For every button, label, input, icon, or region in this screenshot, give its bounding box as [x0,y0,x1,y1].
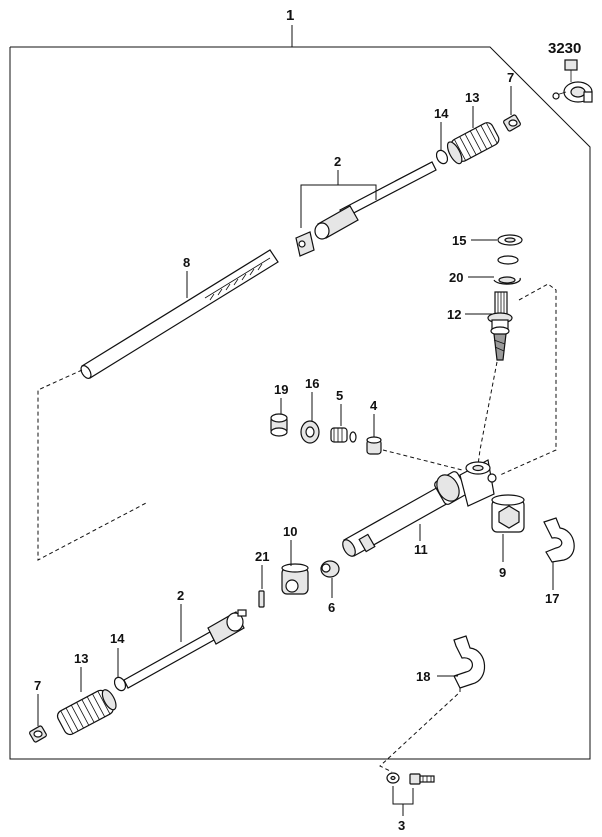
part-20-snap-ring [493,276,521,285]
part-13-bottom-boot [56,689,117,736]
part-17-bracket [543,517,575,563]
callout-2-bottom: 2 [177,588,184,603]
callout-11: 11 [414,542,428,557]
part-9-bushing [491,494,525,533]
dashed-ref-pinion [477,361,498,466]
part-12-pinion [487,291,513,361]
washer-middle [497,255,519,265]
part-21-pin [258,590,265,608]
callout-10: 10 [283,524,297,539]
callout-20: 20 [449,270,463,285]
part-19-plug [270,413,288,437]
part-14-top-clamp [435,149,449,165]
part-4-yoke [366,436,382,455]
part-16-nut [300,420,320,444]
callout-7-top: 7 [507,70,514,85]
dashed-ref-18 [379,688,461,773]
part-8-rack-bar [80,249,279,379]
dashed-ref-8 [37,369,149,561]
callout-21: 21 [255,549,269,564]
callout-19: 19 [274,382,288,397]
callout-5: 5 [336,388,343,403]
part-3-bolt-washer [386,772,435,785]
dashed-ref-yoke [382,449,463,471]
part-7-bottom-nut [29,725,47,743]
part-2-top-tie-rod [295,161,437,257]
callout-1: 1 [286,7,294,24]
part-2-bottom-tie-rod [123,609,247,689]
callout-3: 3 [398,818,405,833]
part-18-bracket [453,635,486,689]
callout-2-top: 2 [334,154,341,169]
callout-14-bottom: 14 [110,631,125,646]
callout-4: 4 [370,398,378,413]
callout-18: 18 [416,669,430,684]
dashed-ref-right [499,283,557,476]
callout-3230: 3230 [548,40,581,57]
part-13-top-boot [446,122,500,165]
leader-3 [392,786,414,805]
part-5-spring [330,427,357,443]
part-6-cap [320,560,340,578]
callout-16: 16 [305,376,319,391]
callout-17: 17 [545,591,559,606]
part-11-gear-housing [342,459,497,557]
callout-12: 12 [447,307,461,322]
assembly-outline [9,46,591,760]
callout-14-top: 14 [434,106,449,121]
callout-8: 8 [183,255,190,270]
part-14-bottom-clamp [113,676,127,692]
part-7-top-nut [503,114,521,132]
callout-7-bottom: 7 [34,678,41,693]
callout-6: 6 [328,600,335,615]
ref-3230-thumbnail [552,59,593,103]
part-10-bushing [281,563,309,595]
callout-15: 15 [452,233,466,248]
callout-13-bottom: 13 [74,651,88,666]
callout-13-top: 13 [465,90,479,105]
part-15-seal [497,234,523,246]
callout-9: 9 [499,565,506,580]
